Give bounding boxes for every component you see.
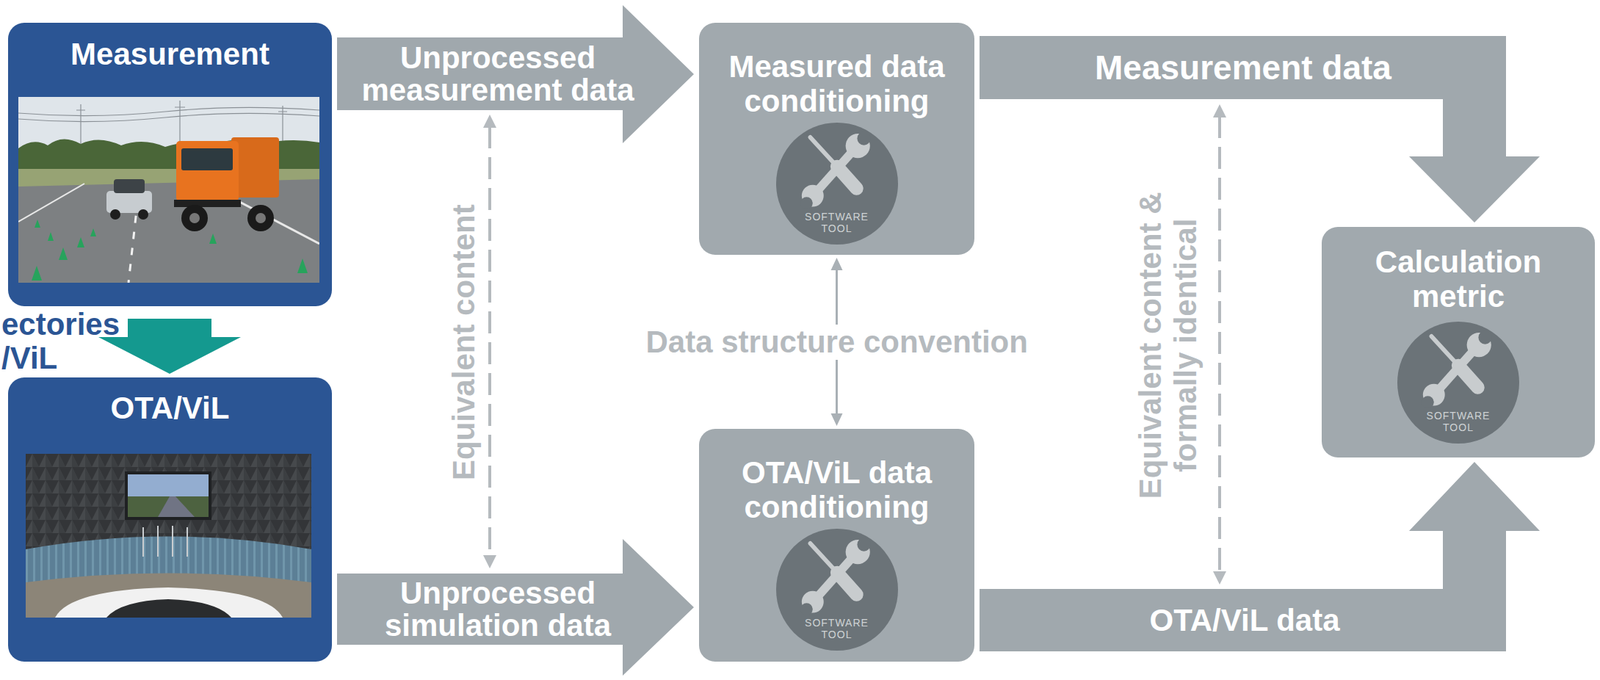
box-title: OTA/ViL data conditioning	[699, 455, 975, 525]
block-arrow	[337, 538, 694, 676]
drawing-part	[189, 212, 200, 224]
ota-chamber-photo	[25, 453, 312, 618]
block-arrow	[979, 461, 1540, 652]
drawing-part	[47, 232, 54, 241]
drawing-part	[58, 247, 68, 260]
drawing-part	[77, 237, 85, 248]
drawing-part	[18, 107, 320, 116]
drawing-part	[34, 219, 41, 228]
drawing-part	[483, 555, 497, 569]
drawing-part	[174, 199, 241, 208]
drawing-part	[124, 471, 212, 520]
drawing-part	[483, 104, 1227, 585]
icon-caption: SOFTWARE TOOL	[1410, 409, 1507, 434]
drawing-part	[337, 5, 694, 144]
drawing-part	[106, 190, 152, 213]
edge-label: OTA/ViL data	[1149, 602, 1341, 639]
drawing-part	[489, 116, 1220, 573]
icon-caption: SOFTWARE TOOL	[789, 616, 885, 641]
drawing-part	[25, 453, 312, 618]
block-arrow	[979, 35, 1540, 223]
edge-label: Measurement data	[1094, 48, 1392, 88]
cut-label: ectories	[1, 306, 120, 343]
measurement-box: Measurement	[8, 22, 332, 307]
drawing-part	[255, 212, 266, 224]
drawing-part	[138, 209, 149, 220]
drawing-part	[186, 527, 188, 557]
drawing-part	[127, 474, 209, 497]
drawing-part	[142, 527, 144, 557]
box-title: Measurement	[8, 36, 332, 72]
equivalence-label: Equivalent content	[446, 204, 482, 481]
drawing-part	[1213, 571, 1227, 585]
icon-caption: SOFTWARE TOOL	[789, 210, 885, 235]
drawing-part	[31, 265, 42, 281]
drawing-part	[106, 599, 232, 618]
drawing-part	[110, 209, 121, 220]
test-track-photo	[18, 96, 320, 283]
drawing-part	[1213, 104, 1227, 118]
drawing-part	[176, 140, 239, 202]
drawing-part	[1397, 321, 1520, 444]
drawing-part	[113, 179, 145, 194]
box-title: OTA/ViL	[8, 390, 332, 426]
equivalence-label: Equivalent content & formally identical	[1132, 176, 1205, 514]
drawing-part	[247, 204, 274, 232]
drawing-part	[98, 318, 241, 374]
drawing-part	[337, 538, 694, 676]
ota-vil-box: OTA/ViL	[8, 377, 332, 662]
drawing-part	[157, 525, 159, 557]
process-box: Calculation metricSOFTWARE TOOL	[1321, 226, 1595, 458]
drawing-part	[18, 183, 85, 222]
process-box: Measured data conditioningSOFTWARE TOOL	[699, 22, 975, 255]
drawing-part	[483, 114, 497, 128]
drawing-part	[171, 525, 174, 557]
drawing-part	[55, 587, 283, 618]
drawing-part	[979, 461, 1540, 652]
drawing-part	[127, 496, 209, 517]
drawing-part	[18, 113, 320, 122]
drawing-part	[776, 122, 899, 245]
drawing-part	[143, 525, 188, 557]
drawing-part	[90, 228, 97, 237]
box-title: Measured data conditioning	[699, 49, 975, 119]
drawing-part	[979, 35, 1540, 223]
drawing-part	[1218, 116, 1222, 573]
drawing-part	[776, 528, 899, 651]
edge-label: Unprocessed simulation data	[350, 577, 645, 642]
drawing-part	[181, 204, 208, 232]
drawing-part	[181, 148, 233, 171]
drawing-part	[157, 496, 195, 517]
edge-label: Data structure convention	[638, 324, 1036, 360]
drawing-part	[297, 258, 308, 274]
drawing-part	[488, 126, 492, 557]
drawing-part	[831, 257, 843, 271]
drawing-part	[831, 413, 843, 426]
drawing-part	[209, 233, 217, 244]
cut-label: /ViL	[1, 340, 58, 376]
block-arrow	[337, 5, 694, 144]
edge-label: Unprocessed measurement data	[350, 41, 645, 107]
drawing-part	[25, 573, 312, 619]
drawing-part	[18, 96, 320, 283]
process-box: OTA/ViL data conditioningSOFTWARE TOOL	[699, 428, 975, 662]
box-title: Calculation metric	[1321, 244, 1595, 314]
trajectory-arrow	[98, 318, 241, 374]
